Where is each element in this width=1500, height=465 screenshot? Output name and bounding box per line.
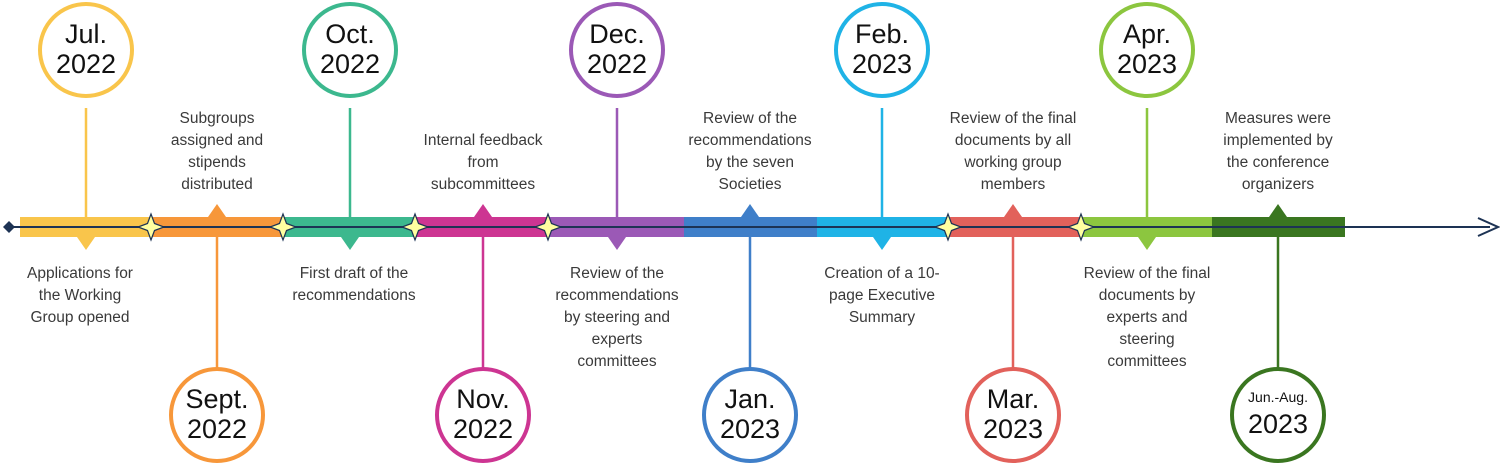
event-description-line: by steering and [564, 309, 670, 326]
segment-pointer-4 [474, 204, 492, 217]
segment-pointer-8 [1004, 204, 1022, 217]
event-description-5: Review of the recommendations by steering … [532, 263, 702, 373]
event-description-line: First draft of the [299, 265, 409, 282]
date-year: 2022 [319, 49, 381, 79]
event-description-line: recommendations [688, 132, 812, 149]
date-month: Mar. [986, 384, 1040, 415]
date-month: Apr. [1122, 19, 1172, 50]
event-description-line: Review of the [703, 110, 797, 127]
event-description-line: Internal feedback [423, 132, 543, 149]
event-description-line: Review of the final [949, 110, 1077, 127]
event-description-line: Review of the final [1083, 265, 1211, 282]
event-description-line: organizers [1241, 176, 1315, 193]
event-description-9: Review of the final documents by experts a… [1062, 263, 1232, 373]
event-description-line: committees [1107, 353, 1187, 370]
date-circle-6: Jan.2023 [702, 367, 798, 463]
milestone-star-icon-4 [533, 212, 563, 242]
date-circle-5: Dec.2022 [569, 2, 665, 98]
event-description-line: working group [964, 154, 1062, 171]
event-description-line: assigned and [170, 132, 264, 149]
event-description-line: members [980, 176, 1046, 193]
event-description-line: Review of the [570, 265, 664, 282]
milestone-star-icon-6 [1066, 212, 1096, 242]
date-circle-1: Jul.2022 [38, 2, 134, 98]
milestone-star-icon-2 [268, 212, 298, 242]
segment-pointer-3 [341, 237, 359, 250]
event-description-line: Group opened [30, 309, 130, 326]
event-description-line: experts [591, 331, 643, 348]
segment-pointer-10 [1269, 204, 1287, 217]
milestone-star-icon-5 [933, 212, 963, 242]
segment-pointer-9 [1138, 237, 1156, 250]
event-description-line: documents by [1098, 287, 1196, 304]
timeline-start-diamond-icon [3, 221, 15, 233]
event-description-3: First draft of the recommendations [269, 263, 439, 307]
date-month: Oct. [325, 19, 375, 50]
date-month: Feb. [854, 19, 910, 50]
date-circle-8: Mar.2023 [965, 367, 1061, 463]
date-circle-2: Sept.2022 [169, 367, 265, 463]
event-description-line: Creation of a 10- [824, 265, 940, 282]
event-description-10: Measures were implemented by the conferenc… [1193, 108, 1363, 196]
event-description-line: implemented by [1223, 132, 1333, 149]
date-year: 2023 [1116, 49, 1178, 79]
timeline-arrowhead-icon [1477, 217, 1500, 237]
date-year: 2022 [586, 49, 648, 79]
segment-pointer-2 [208, 204, 226, 217]
event-description-line: Summary [848, 309, 916, 326]
event-description-4: Internal feedback from subcommittees [398, 130, 568, 196]
milestone-star-icon-3 [400, 212, 430, 242]
date-month: Jan. [724, 384, 776, 415]
date-month: Dec. [589, 19, 645, 50]
date-month: Jul. [64, 19, 108, 50]
event-description-line: Societies [718, 176, 782, 193]
date-month: Nov. [456, 384, 510, 415]
event-description-line: Subgroups [179, 110, 255, 127]
event-description-line: distributed [181, 176, 253, 193]
event-description-line: recommendations [555, 287, 679, 304]
event-description-line: stipends [188, 154, 246, 171]
event-description-line: experts and [1106, 309, 1188, 326]
event-description-line: by the seven [706, 154, 794, 171]
event-description-line: Measures were [1225, 110, 1331, 127]
date-year: 2023 [1247, 408, 1309, 439]
event-description-line: the conference [1226, 154, 1330, 171]
event-description-line: documents by all [954, 132, 1072, 149]
date-year: 2022 [55, 49, 117, 79]
date-circle-3: Oct.2022 [302, 2, 398, 98]
date-month: Jun.-Aug. [1248, 389, 1308, 406]
date-year: 2022 [186, 414, 248, 444]
segment-pointer-7 [873, 237, 891, 250]
date-year: 2023 [851, 49, 913, 79]
event-description-line: recommendations [292, 287, 416, 304]
date-circle-4: Nov.2022 [435, 367, 531, 463]
event-description-2: Subgroups assigned and stipends distributed [132, 108, 302, 196]
event-description-line: the Working [38, 287, 122, 304]
date-year: 2023 [982, 414, 1044, 444]
event-description-line: subcommittees [430, 176, 536, 193]
date-year: 2023 [719, 414, 781, 444]
segment-pointer-5 [608, 237, 626, 250]
segment-pointer-6 [741, 204, 759, 217]
date-circle-7: Feb.2023 [834, 2, 930, 98]
segment-pointer-1 [77, 237, 95, 250]
event-description-line: from [467, 154, 499, 171]
date-month: Sept. [185, 384, 249, 415]
event-description-line: Applications for [27, 265, 133, 282]
event-description-line: page Executive [829, 287, 935, 304]
milestone-star-icon-1 [136, 212, 166, 242]
event-description-line: committees [577, 353, 657, 370]
date-year: 2022 [452, 414, 514, 444]
event-description-6: Review of the recommendations by the seven… [665, 108, 835, 196]
date-circle-10: Jun.-Aug. 2023 [1230, 367, 1326, 463]
event-description-8: Review of the final documents by all worki… [928, 108, 1098, 196]
event-description-line: steering [1119, 331, 1175, 348]
date-circle-9: Apr.2023 [1099, 2, 1195, 98]
